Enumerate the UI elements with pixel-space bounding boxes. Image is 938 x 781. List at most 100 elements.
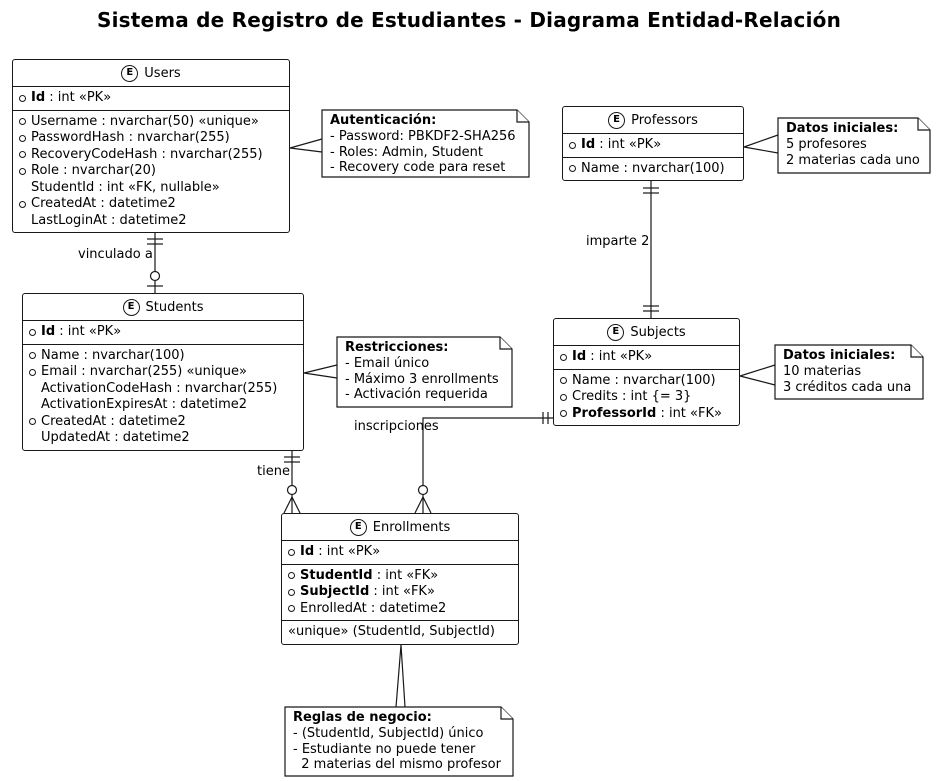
note-line: 2 materias del mismo profesor <box>293 757 501 773</box>
note-connector <box>743 134 779 154</box>
field-text: Username : nvarchar(50) «unique» <box>31 113 259 129</box>
note-authentication: Autenticación:- Password: PBKDF2-SHA256-… <box>322 110 533 176</box>
entity-enrollments: E Enrollments Id : int «PK» StudentId : i… <box>281 513 519 645</box>
field-text: Name : nvarchar(100) <box>572 372 716 388</box>
field-text: Name : nvarchar(100) <box>41 347 185 363</box>
note-title: Autenticación: <box>330 113 437 128</box>
field-visibility-icon <box>29 418 36 426</box>
entity-field-row: LastLoginAt : datetime2 <box>13 213 289 230</box>
note-line: 5 profesores <box>786 136 867 152</box>
entity-field-row: CreatedAt : datetime2 <box>13 196 289 213</box>
entity-field-row: StudentId : int «FK, nullable» <box>13 180 289 197</box>
note-connector <box>395 644 406 708</box>
field-text: Id : int «PK» <box>31 90 112 105</box>
field-visibility-icon <box>288 548 295 556</box>
note-title: Datos iniciales: <box>786 121 899 136</box>
note-line: - Roles: Admin, Student <box>330 144 483 160</box>
field-visibility-icon <box>19 118 26 126</box>
entity-name: Enrollments <box>372 519 451 535</box>
note-line: - Máximo 3 enrollments <box>345 371 499 387</box>
note-line: 10 materias <box>783 363 862 379</box>
entity-field-row: StudentId : int «FK» <box>282 568 518 585</box>
field-text: SubjectId : int «FK» <box>300 584 435 599</box>
entity-section: Id : int «PK» <box>282 541 518 565</box>
relationship-professors-subjects <box>643 181 659 318</box>
field-text: CreatedAt : datetime2 <box>31 196 176 211</box>
field-name: SubjectId <box>300 584 370 599</box>
note-fold-icon <box>910 345 923 358</box>
field-visibility-icon <box>560 353 567 361</box>
entity-field-row: Name : nvarchar(100) <box>23 348 303 365</box>
field-text: Name : nvarchar(100) <box>581 160 725 176</box>
entity-field-row: UpdatedAt : datetime2 <box>23 430 303 447</box>
entity-field-row: Credits : int {= 3} <box>554 389 739 406</box>
field-text: CreatedAt : datetime2 <box>41 413 186 429</box>
note-fold-icon <box>516 110 529 123</box>
field-visibility-icon <box>19 134 26 142</box>
field-name: Id <box>41 324 56 339</box>
entity-section: Name : nvarchar(100)Email : nvarchar(255… <box>23 345 303 450</box>
entity-section: Username : nvarchar(50) «unique»Password… <box>13 111 289 233</box>
note-shapes <box>284 109 931 777</box>
entity-field-row: Id : int «PK» <box>554 349 739 366</box>
entity-header: E Enrollments <box>282 514 518 541</box>
field-name: Id <box>300 544 315 559</box>
note-line: - Estudiante no puede tener <box>293 741 476 757</box>
cardinality-zero-circle <box>417 484 429 496</box>
relationship-students-enrollments <box>283 450 301 514</box>
field-text: StudentId : int «FK, nullable» <box>31 179 220 195</box>
entity-field-row: «unique» (StudentId, SubjectId) <box>282 624 518 641</box>
entity-subjects: E Subjects Id : int «PK» Name : nvarchar(… <box>553 318 740 426</box>
note-connector <box>739 364 776 386</box>
note-line: - Activación requerida <box>345 387 488 403</box>
note-line: - (StudentId, SubjectId) único <box>293 725 484 741</box>
relationship-label-vinculado-a: vinculado a <box>78 247 153 262</box>
field-text: LastLoginAt : datetime2 <box>31 212 187 228</box>
field-text: ActivationCodeHash : nvarchar(255) <box>41 380 278 396</box>
note-line: 3 créditos cada una <box>783 379 912 395</box>
cardinality-zero-circle <box>149 270 161 282</box>
entity-field-row: Email : nvarchar(255) «unique» <box>23 364 303 381</box>
field-name: Id <box>31 90 46 105</box>
field-text: Id : int «PK» <box>572 349 653 364</box>
entity-field-row: RecoveryCodeHash : nvarchar(255) <box>13 147 289 164</box>
crows-foot-leg <box>291 496 301 514</box>
entity-field-row: SubjectId : int «FK» <box>282 584 518 601</box>
note-fold-icon <box>917 118 930 131</box>
entity-header: E Professors <box>563 107 743 134</box>
entity-name: Subjects <box>630 324 686 340</box>
field-text: StudentId : int «FK» <box>300 567 439 583</box>
entity-section: Name : nvarchar(100) <box>563 158 743 181</box>
entity-field-row: ProfessorId : int «FK» <box>554 406 739 423</box>
field-text: Id : int «PK» <box>581 137 662 152</box>
relationship-line <box>422 417 553 513</box>
entity-header: E Students <box>23 294 303 321</box>
entity-field-row: ActivationExpiresAt : datetime2 <box>23 397 303 414</box>
entity-section: Id : int «PK» <box>554 346 739 370</box>
entity-professors: E Professors Id : int «PK» Name : nvarcha… <box>562 106 744 181</box>
field-text: Role : nvarchar(20) <box>31 163 156 178</box>
entity-field-row: ActivationCodeHash : nvarchar(255) <box>23 381 303 398</box>
note-connectors <box>289 134 779 708</box>
entity-field-row: Id : int «PK» <box>563 137 743 154</box>
crows-foot-leg <box>414 496 424 514</box>
entity-users: E Users Id : int «PK»Username : nvarchar… <box>12 59 290 233</box>
field-text: Email : nvarchar(255) «unique» <box>41 364 247 379</box>
note-shape <box>774 344 924 400</box>
entity-field-row: CreatedAt : datetime2 <box>23 414 303 431</box>
entity-name: Professors <box>631 112 698 128</box>
field-text: ActivationExpiresAt : datetime2 <box>41 397 248 412</box>
entity-name: Students <box>145 299 204 315</box>
entity-icon: E <box>607 323 625 341</box>
note-line: - Password: PBKDF2-SHA256 <box>330 128 516 144</box>
entity-section: Id : int «PK» <box>563 134 743 158</box>
field-name: Id <box>581 137 596 152</box>
entity-students: E Students Id : int «PK»Name : nvarchar(… <box>22 293 304 451</box>
entity-section: Id : int «PK» <box>23 321 303 345</box>
field-text: «unique» (StudentId, SubjectId) <box>288 624 495 639</box>
entity-icon: E <box>349 518 367 536</box>
note-fold-icon <box>499 337 512 350</box>
note-title: Datos iniciales: <box>783 348 896 363</box>
note-shape <box>777 117 931 174</box>
